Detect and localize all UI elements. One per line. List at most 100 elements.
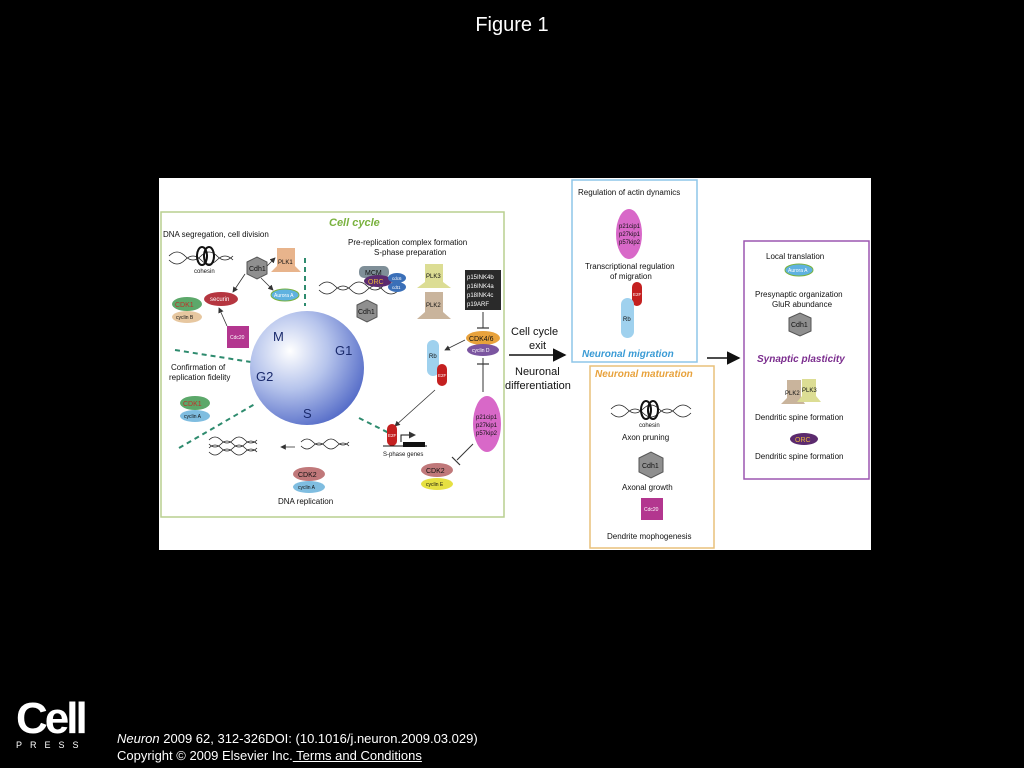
e2f-promoter-label: E2F [388, 433, 397, 438]
gene-bar [403, 442, 425, 447]
migration-cip-2: p57kip2 [619, 240, 641, 246]
dendrite-morph-label: Dendrite mophogenesis [607, 532, 692, 541]
rb-shape [427, 340, 439, 376]
cdk1-g2-shape [180, 396, 210, 410]
cdh1-g1-hexagon [356, 299, 378, 323]
maturation-cdh1-hexagon [638, 451, 664, 479]
slide-title: Figure 1 [475, 14, 549, 36]
figure-panel: Cell cycle M G1 G2 S DNA segregation, ce… [159, 178, 871, 550]
orc-shape [364, 275, 392, 287]
terms-and-conditions-link[interactable]: Terms and Conditions [292, 748, 422, 763]
dna-strand-icon [168, 251, 234, 261]
ink-inhibitors-box [465, 270, 501, 310]
cdc6-label: cdc6 [392, 276, 402, 281]
dna-replication-label: DNA replication [278, 497, 333, 506]
phase-dividers [174, 258, 392, 449]
migration-cip-shape [616, 209, 642, 259]
plasticity-plk2-shape [781, 380, 805, 404]
e2f-shape [437, 364, 447, 386]
neuronal-diff-label-1: Neuronal [515, 366, 560, 378]
maturation-cohesin-icon [640, 400, 652, 420]
cell-cycle-exit-label-2: exit [529, 340, 546, 352]
cell-press-logo: Cell PRESS [16, 694, 88, 751]
phase-s: S [303, 406, 312, 421]
migration-box [571, 179, 698, 363]
migration-title: Neuronal migration [582, 349, 674, 360]
plasticity-box [743, 240, 870, 480]
cdh1-hexagon [246, 256, 268, 280]
cdc20-square [227, 326, 249, 348]
maturation-title: Neuronal maturation [595, 369, 693, 380]
phase-m: M [273, 329, 284, 344]
plasticity-aurora-shape [784, 263, 814, 277]
spine-label-2: Dendritic spine formation [755, 452, 843, 461]
cip-kip-shape [473, 396, 501, 452]
citation-details: 2009 62, 312-326DOI: (10.1016/j.neuron.2… [159, 731, 478, 746]
securin-label: securin [210, 297, 229, 303]
e2f-label: E2F [438, 373, 447, 378]
migration-rb-shape [621, 298, 634, 338]
migration-cip-1: p27kip1 [619, 232, 641, 238]
plasticity-cdh1-label: Cdh1 [791, 322, 808, 329]
plasticity-cdh1-hexagon [788, 312, 812, 337]
plk2-shape [417, 292, 451, 319]
actin-label: Regulation of actin dynamics [578, 188, 680, 197]
logo-press: PRESS [16, 740, 87, 750]
migration-cip-0: p21cip1 [619, 224, 641, 230]
cip-label-1: p27kip1 [476, 423, 498, 429]
cell-cycle-exit-label-1: Cell cycle [511, 326, 558, 338]
cdh1-g1-label: Cdh1 [358, 309, 375, 316]
copyright-text: Copyright © 2009 Elsevier Inc. [117, 748, 293, 763]
cdk2-e-shape [421, 463, 453, 477]
cdc6-shape [388, 273, 406, 283]
axonal-growth-label: Axonal growth [622, 483, 673, 492]
plasticity-orc-label: ORC [795, 437, 811, 444]
plasticity-orc-shape [790, 433, 818, 445]
presyn-label-1: Presynaptic organization [755, 290, 843, 299]
presyn-label-2: GluR abundance [772, 300, 833, 309]
logo-word: Cell [16, 694, 88, 743]
securin-shape [204, 292, 238, 306]
cyclin-e-shape [421, 478, 453, 490]
cell-cycle-circle [250, 311, 364, 425]
plasticity-plk3-label: PLK3 [802, 388, 817, 394]
e2f-promoter-shape [387, 424, 397, 446]
copyright: Copyright © 2009 Elsevier Inc. Terms and… [117, 748, 422, 763]
journal-name: Neuron [117, 731, 160, 746]
plk3-shape [417, 264, 451, 288]
plasticity-title: Synaptic plasticity [757, 354, 845, 365]
cdk1-g2-label: CDK1 [183, 401, 202, 408]
cdh1-label: Cdh1 [249, 266, 266, 273]
cyclin-a-label: cyclin A [184, 414, 202, 420]
cyclin-b-shape [172, 311, 202, 323]
cohesin-label: cohesin [194, 269, 215, 275]
maturation-cdh1-label: Cdh1 [642, 463, 659, 470]
cdk2-shape [293, 467, 325, 481]
cdk1-shape [172, 297, 202, 311]
cell-cycle-title: Cell cycle [329, 217, 380, 229]
cdk46-label: CDK4/6 [469, 336, 494, 343]
plk1-label: PLK1 [278, 260, 293, 266]
cyclin-a-shape [180, 410, 210, 422]
cdk2-label: CDK2 [298, 472, 317, 479]
local-translation-label: Local translation [766, 252, 824, 261]
maturation-cdc20-label: Cdc20 [644, 507, 659, 513]
prerep-label-1: Pre-replication complex formation [348, 238, 467, 247]
plasticity-plk2-label: PLK2 [785, 391, 800, 397]
maturation-box [589, 365, 715, 549]
cell-cycle-box [160, 211, 505, 518]
mcm-shape [359, 266, 389, 278]
maturation-cdc20-square [641, 498, 663, 520]
cyclin-d-label: cyclin D [472, 348, 490, 354]
ink-label-0: p15INK4b [467, 275, 494, 281]
trans-reg-label-1: Transcriptional regulation [585, 262, 675, 271]
neuronal-diff-label-2: differentiation [505, 380, 571, 392]
cyclin-e-label: cyclin E [426, 482, 444, 488]
cdc20-label: Cdc20 [230, 335, 245, 341]
mcm-label: MCM [365, 270, 382, 277]
cip-label-0: p21cip1 [476, 415, 498, 421]
cdk1-label: CDK1 [175, 302, 194, 309]
aurora-a-shape [270, 288, 300, 302]
ink-label-2: p18INK4c [467, 293, 493, 299]
cip-label-2: p57kip2 [476, 431, 498, 437]
